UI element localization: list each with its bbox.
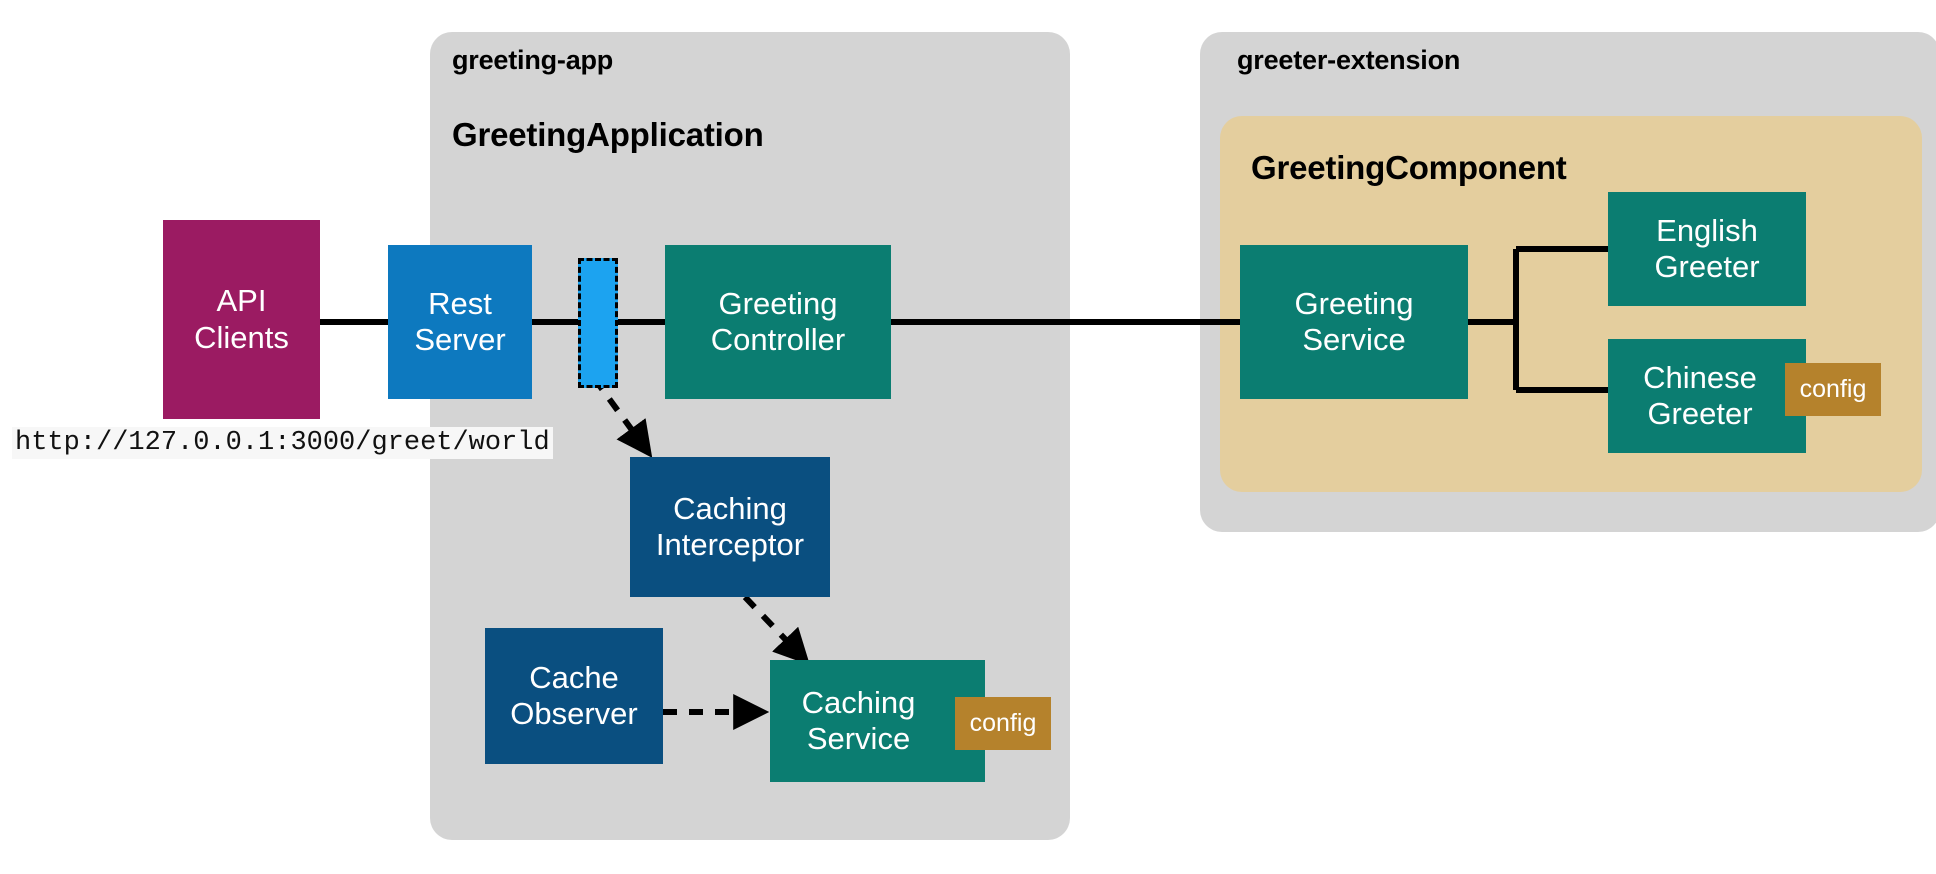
- node-greeting-controller-line2: Controller: [710, 322, 846, 357]
- node-greeting-controller[interactable]: Greeting Controller: [665, 245, 891, 399]
- node-sequence[interactable]: [578, 258, 618, 388]
- node-cache-observer[interactable]: Cache Observer: [485, 628, 663, 764]
- node-caching-interceptor-line1: Caching: [673, 490, 787, 526]
- node-english-greeter[interactable]: English Greeter: [1608, 192, 1806, 306]
- tag-caching-service-config[interactable]: config: [955, 697, 1051, 750]
- request-url-label: http://127.0.0.1:3000/greet/world: [12, 427, 553, 459]
- node-rest-server-line1: Rest: [428, 285, 492, 321]
- node-chinese-greeter-line1: Chinese: [1643, 359, 1757, 395]
- node-chinese-greeter-line2: Greeter: [1647, 396, 1753, 431]
- node-cache-observer-line2: Observer: [510, 696, 638, 731]
- node-cache-observer-line1: Cache: [529, 659, 619, 695]
- node-caching-service-line2: Service: [806, 721, 911, 756]
- node-greeting-service[interactable]: Greeting Service: [1240, 245, 1468, 399]
- panel-greeter-extension-label: greeter-extension: [1237, 45, 1461, 75]
- node-api-clients[interactable]: API Clients: [163, 220, 320, 419]
- node-greeting-service-line2: Service: [1302, 322, 1406, 357]
- node-greeting-service-line1: Greeting: [1294, 285, 1414, 321]
- node-chinese-greeter[interactable]: Chinese Greeter: [1608, 339, 1806, 453]
- node-english-greeter-line2: Greeter: [1654, 249, 1760, 284]
- node-api-clients-line1: API: [216, 283, 267, 319]
- tag-chinese-greeter-config[interactable]: config: [1785, 363, 1881, 416]
- node-rest-server[interactable]: Rest Server: [388, 245, 532, 399]
- node-greeting-controller-line1: Greeting: [718, 285, 838, 321]
- node-caching-service-line1: Caching: [801, 684, 916, 720]
- panel-greeting-app-label: greeting-app: [452, 45, 614, 75]
- node-caching-service[interactable]: Caching Service: [770, 660, 985, 782]
- node-caching-interceptor[interactable]: Caching Interceptor: [630, 457, 830, 597]
- node-english-greeter-line1: English: [1656, 212, 1758, 248]
- node-caching-interceptor-line2: Interceptor: [655, 527, 805, 562]
- panel-greeting-application-label: GreetingApplication: [452, 116, 764, 153]
- node-rest-server-line2: Server: [414, 322, 506, 357]
- panel-greeting-component-label: GreetingComponent: [1251, 149, 1567, 186]
- node-api-clients-line2: Clients: [194, 319, 289, 355]
